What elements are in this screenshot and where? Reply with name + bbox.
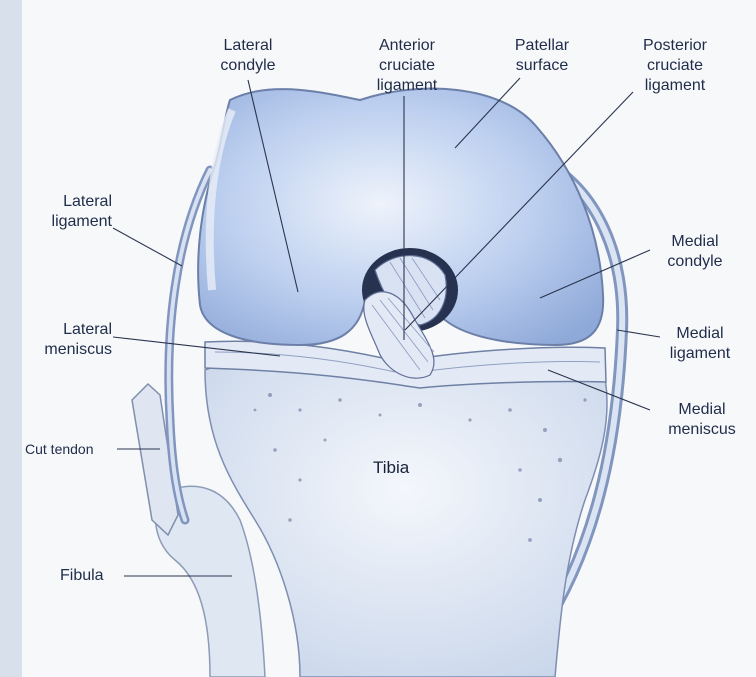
label-medial-meniscus: Medial meniscus xyxy=(650,400,754,440)
label-patellar-surface: Patellar surface xyxy=(492,36,592,76)
label-posterior-cruciate-ligament: Posterior cruciate ligament xyxy=(615,36,735,96)
label-lateral-ligament: Lateral ligament xyxy=(40,192,112,232)
label-medial-ligament: Medial ligament xyxy=(648,324,752,364)
label-anterior-cruciate-ligament: Anterior cruciate ligament xyxy=(352,36,462,96)
tibia-bone xyxy=(205,363,607,677)
label-tibia: Tibia xyxy=(373,458,409,478)
label-lateral-meniscus: Lateral meniscus xyxy=(40,320,112,360)
left-margin-shade xyxy=(0,0,22,677)
label-fibula: Fibula xyxy=(60,566,104,586)
label-cut-tendon: Cut tendon xyxy=(25,441,94,457)
label-lateral-condyle: Lateral condyle xyxy=(198,36,298,76)
label-medial-condyle: Medial condyle xyxy=(640,232,750,272)
